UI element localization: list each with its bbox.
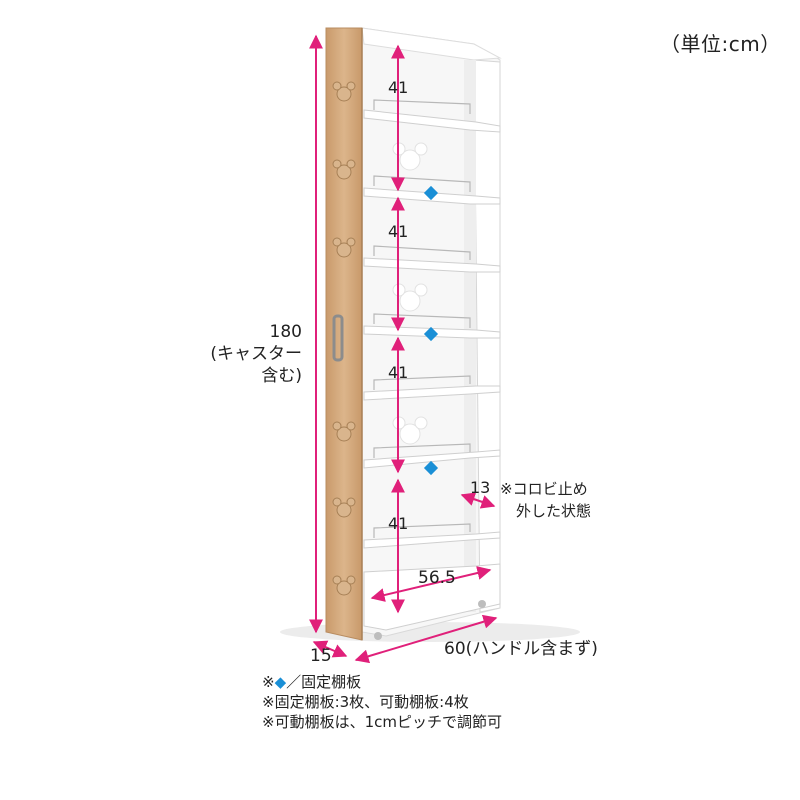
- height-value: 180: [269, 322, 302, 342]
- mouse-hook-4: [332, 421, 356, 442]
- height-note-line2: 含む): [261, 366, 302, 386]
- depth-label: 15: [310, 646, 332, 666]
- note-line2: ※固定棚板:3枚、可動棚板:4枚: [262, 693, 469, 711]
- mouse-hook-3: [332, 237, 356, 258]
- stopper-gap-line: [460, 492, 496, 509]
- depth-line: [312, 640, 348, 658]
- inner-width-line: [370, 566, 492, 602]
- fixed-shelf-diamond-2: [423, 326, 439, 342]
- fixed-shelf-diamond-3: [423, 460, 439, 476]
- caster-back: [478, 600, 486, 608]
- width-label: 60(ハンドル含まず): [444, 639, 598, 659]
- shelf-gap-label-1: 41: [388, 78, 409, 97]
- width-line: [354, 614, 498, 664]
- fixed-shelf-markers: [423, 185, 439, 476]
- inner-width-label: 56.5: [418, 568, 456, 588]
- mouse-hook-2: [332, 159, 356, 180]
- height-note-line1: (キャスター: [210, 344, 302, 364]
- notes-block: ※◆／固定棚板 ※固定棚板:3枚、可動棚板:4枚 ※可動棚板は、1cmピッチで調…: [262, 672, 502, 732]
- shelf-gap-label-2: 41: [388, 222, 409, 241]
- diamond-icon: ◆: [274, 673, 287, 691]
- wood-side-panel: [325, 27, 363, 641]
- fixed-shelf-diamond-1: [423, 185, 439, 201]
- height-label: 180 (キャスター 含む): [210, 321, 302, 387]
- stopper-note-line2: 外した状態: [516, 502, 592, 520]
- shelf-gap-label-3: 41: [388, 363, 409, 382]
- guard-rails: [373, 99, 471, 538]
- mouse-hook-1: [332, 81, 356, 102]
- stopper-gap-label: 13: [470, 478, 491, 497]
- stopper-note-line1: ※コロビ止め: [500, 480, 588, 498]
- shelf-gap-label-4: 41: [388, 514, 409, 533]
- cabinet-top: [361, 27, 502, 61]
- note-line1: ※◆／固定棚板: [262, 672, 502, 692]
- unit-label: （単位:cm）: [660, 32, 781, 56]
- mouse-hooks: [332, 81, 356, 596]
- dimension-lines: [309, 34, 498, 664]
- caster-front: [374, 632, 382, 640]
- side-handle: [332, 314, 344, 362]
- mouse-hook-5: [332, 497, 356, 518]
- note-line1-prefix: ※: [262, 673, 275, 691]
- note-line1-text: ／固定棚板: [286, 673, 362, 691]
- note-line3: ※可動棚板は、1cmピッチで調節可: [262, 713, 502, 731]
- mouse-hook-6: [332, 575, 356, 596]
